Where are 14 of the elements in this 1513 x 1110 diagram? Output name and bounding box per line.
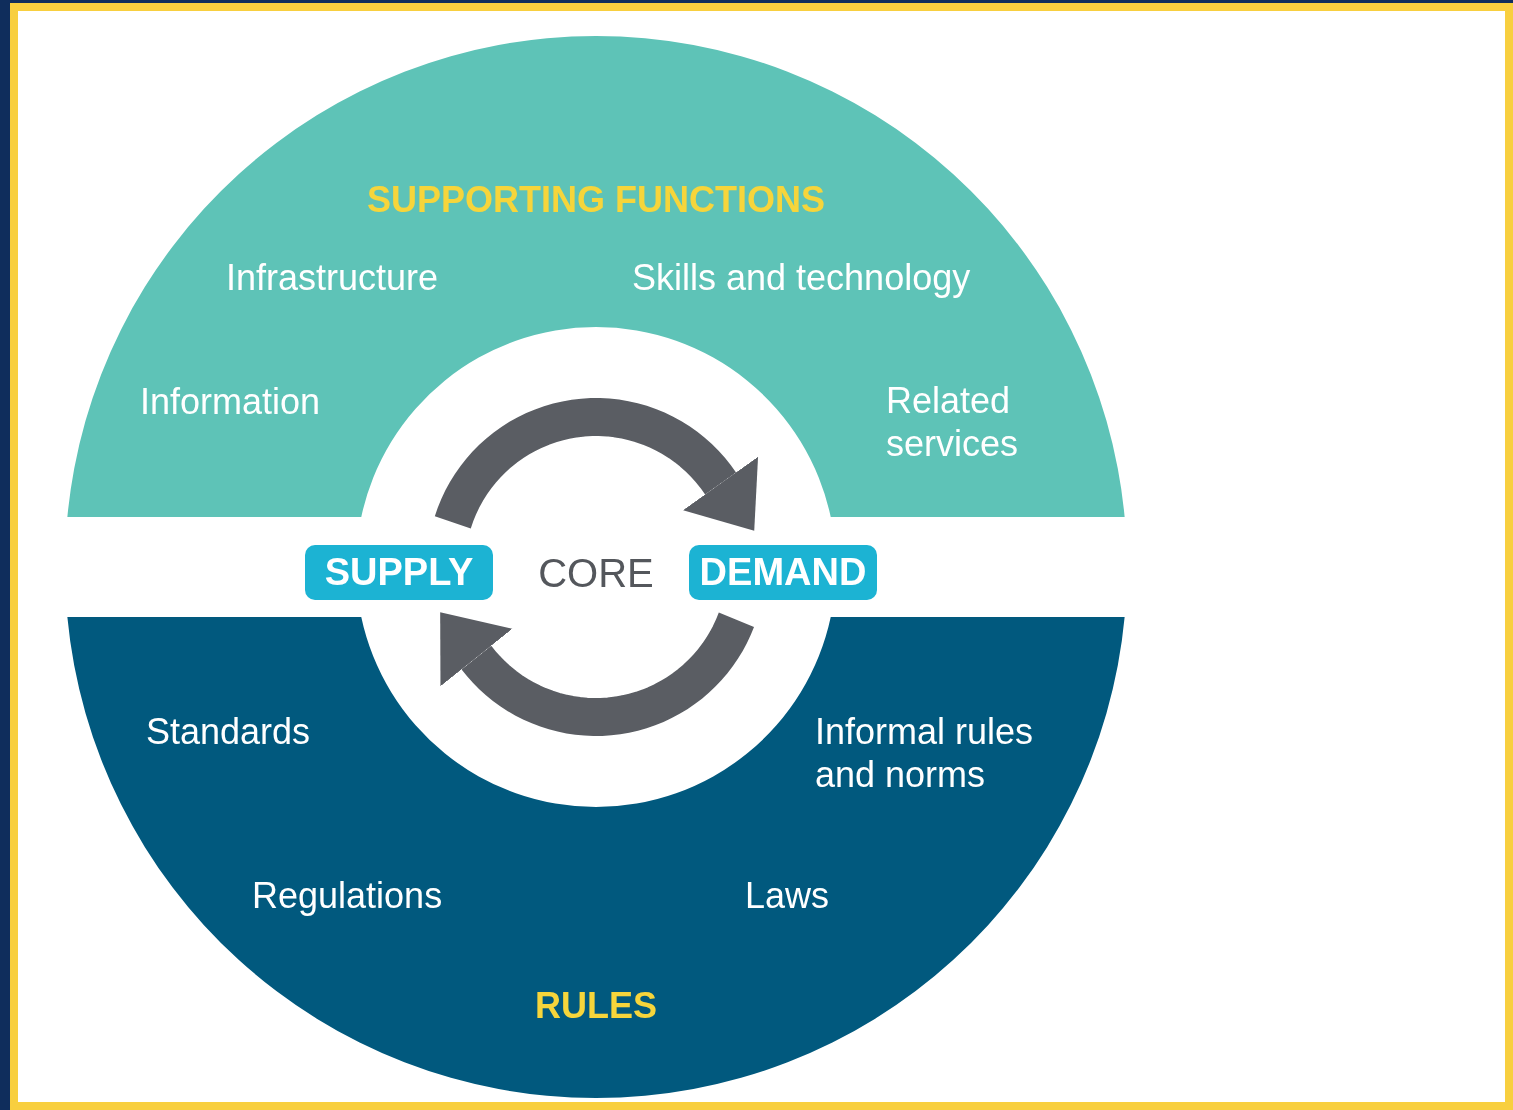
section-title: RULES bbox=[535, 984, 657, 1027]
cycle-arrow bbox=[434, 398, 759, 534]
role-badge: SUPPLY bbox=[305, 545, 493, 600]
category-label: Infrastructure bbox=[226, 256, 439, 299]
category-label: Informal rules and norms bbox=[815, 710, 1035, 796]
category-label: Information bbox=[140, 380, 321, 423]
category-label: Standards bbox=[146, 710, 311, 753]
category-label: Regulations bbox=[252, 874, 443, 917]
section-title: SUPPORTING FUNCTIONS bbox=[367, 178, 825, 221]
category-label: Laws bbox=[745, 874, 830, 917]
role-badge: DEMAND bbox=[689, 545, 877, 600]
core-label: CORE bbox=[520, 548, 672, 598]
category-label: Related services bbox=[886, 379, 1020, 465]
category-label: Skills and technology bbox=[632, 256, 971, 299]
